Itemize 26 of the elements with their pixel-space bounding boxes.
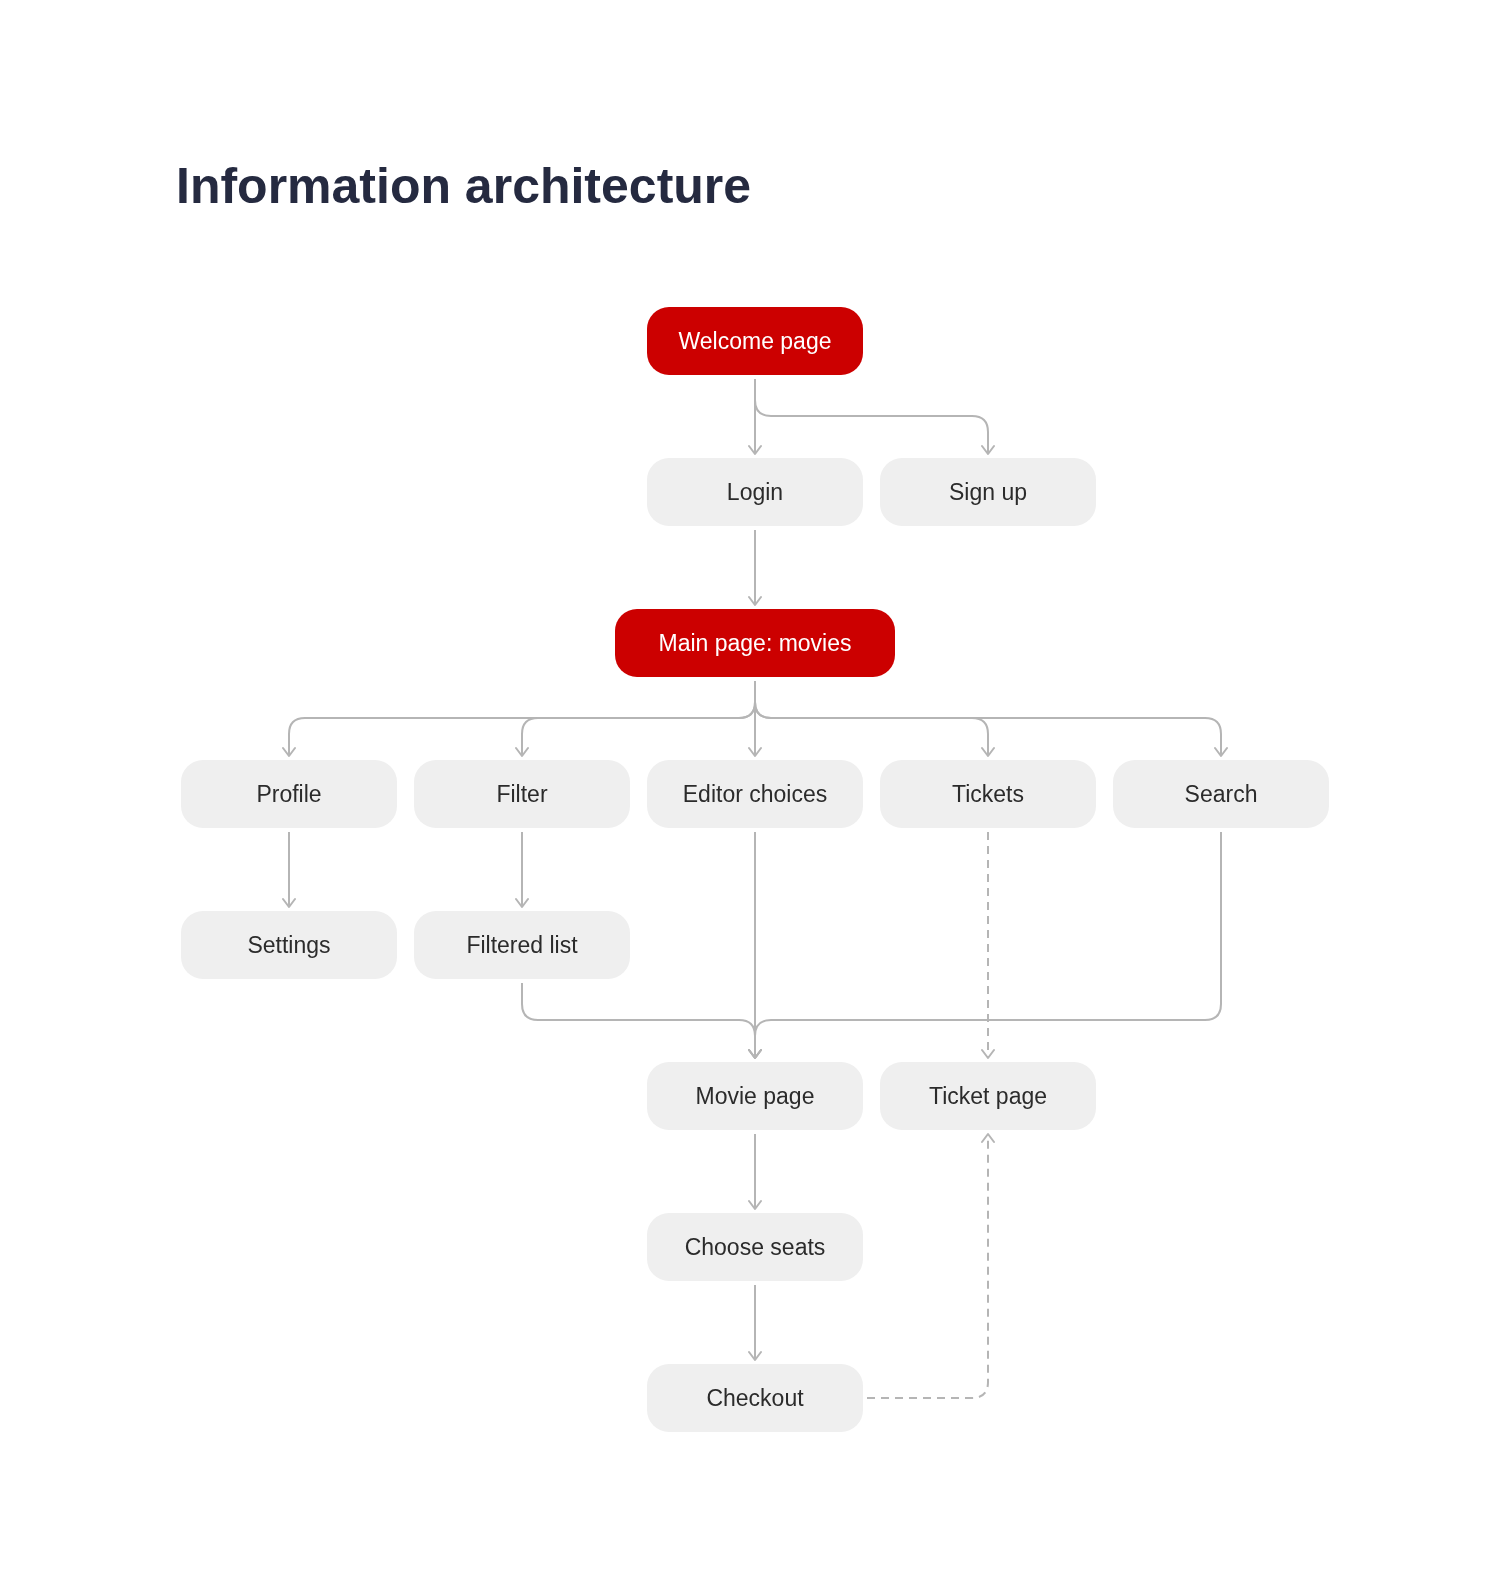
page-box: Settings bbox=[181, 911, 397, 979]
page-box: Profile bbox=[181, 760, 397, 828]
arrow bbox=[748, 831, 1222, 1059]
page-box: Sign up bbox=[880, 458, 1096, 526]
arrow bbox=[282, 831, 296, 908]
title: Information architecture bbox=[176, 157, 752, 216]
arrow bbox=[754, 378, 995, 455]
page-box: Movie page bbox=[647, 1062, 863, 1130]
dashed-arrow bbox=[981, 831, 995, 1059]
arrow bbox=[748, 1133, 762, 1210]
page-box: Login bbox=[647, 458, 863, 526]
page-box: Filter bbox=[414, 760, 630, 828]
page-box: Tickets bbox=[880, 760, 1096, 828]
arrow bbox=[748, 1284, 762, 1361]
highlighted-page-box: Main page: movies bbox=[615, 609, 895, 677]
highlighted-page-box: Welcome page bbox=[647, 307, 863, 375]
page-box: Choose seats bbox=[647, 1213, 863, 1281]
arrow bbox=[748, 529, 762, 606]
page-box: Checkout bbox=[647, 1364, 863, 1432]
page-box: Editor choices bbox=[647, 760, 863, 828]
page-box: Ticket page bbox=[880, 1062, 1096, 1130]
arrow bbox=[754, 680, 1228, 757]
dashed-arrow bbox=[866, 1133, 995, 1399]
arrow bbox=[515, 831, 529, 908]
page-box: Filtered list bbox=[414, 911, 630, 979]
page-box: Search bbox=[1113, 760, 1329, 828]
